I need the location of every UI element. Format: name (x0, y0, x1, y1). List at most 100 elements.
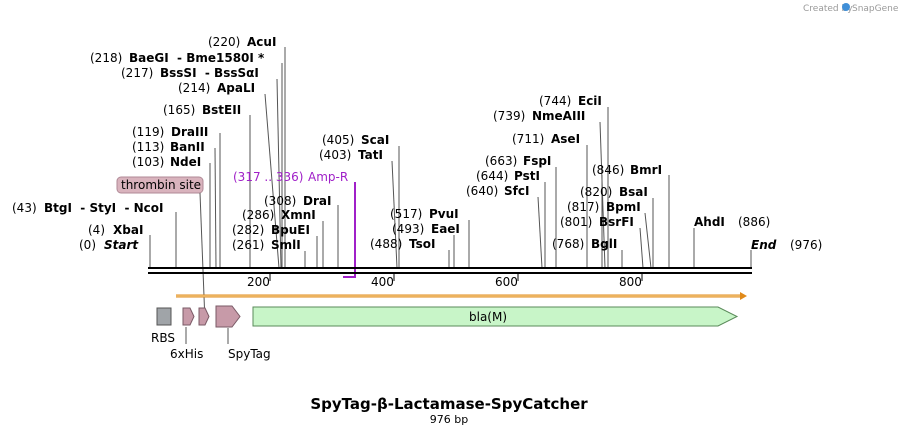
enzyme-name: XbaI (113, 223, 143, 237)
enzyme-position: (640) (466, 184, 498, 198)
enzyme-name: ApaLI (217, 81, 255, 95)
enzyme-position: (43) (12, 201, 37, 215)
enzyme-name: XmnI (281, 208, 316, 222)
enzyme-labels: (220) AcuI (218) BaeGI - Bme1580I * (217)B… (12, 35, 770, 252)
rbs-feature[interactable] (156, 307, 172, 326)
sequence-backbone (148, 267, 752, 274)
enzyme-asei[interactable]: (711)AseI (512, 132, 580, 146)
enzyme-bpuei[interactable]: (282)BpuEI (232, 223, 310, 237)
enzyme-name: FspI (523, 154, 551, 168)
bla-feature[interactable] (252, 306, 739, 327)
enzyme-position: (308) (264, 194, 296, 208)
enzyme-name: AhdI (694, 215, 725, 229)
enzyme-position: (214) (178, 81, 210, 95)
enzyme-name: SfcI (504, 184, 529, 198)
enzyme-position: (218) (90, 51, 122, 65)
enzyme-xmni[interactable]: (286) XmnI (242, 208, 316, 222)
enzyme-position: (4) (88, 223, 105, 237)
ruler-label-400: 400 (371, 275, 394, 289)
thrombin-site-tag[interactable]: thrombin site (116, 176, 204, 194)
rbs-label: RBS (151, 331, 175, 345)
features: bla(M) (156, 305, 739, 328)
enzyme-tsoi[interactable]: (488)TsoI (370, 237, 435, 251)
enzyme-name: BaeGI - Bme1580I * (129, 51, 265, 65)
enzyme-position: (801) (560, 215, 592, 229)
enzyme-name: BglI (591, 237, 617, 251)
ruler-label-600: 600 (495, 275, 518, 289)
his-tag-feature[interactable] (198, 307, 210, 326)
enzyme-position: (493) (392, 222, 424, 236)
enzyme-position: (113) (132, 140, 164, 154)
primer-amp-r[interactable]: (317 .. 336) Amp-R (233, 170, 356, 278)
enzyme-ahdi[interactable]: (886) AhdI (694, 215, 770, 229)
enzyme-eaei[interactable]: (493) EaeI (392, 222, 460, 236)
enzyme-baegi[interactable]: (218) BaeGI - Bme1580I * (90, 51, 265, 65)
enzyme-name: NmeAIII (532, 109, 585, 123)
enzyme-ecii[interactable]: (744)EciI (539, 94, 602, 108)
enzyme-position: (768) (552, 237, 584, 251)
enzyme-bmri[interactable]: (846) BmrI (592, 163, 662, 177)
enzyme-bsai[interactable]: (820)BsaI (580, 185, 648, 199)
tag-feature-1[interactable] (182, 307, 195, 326)
enzyme-name: ScaI (361, 133, 389, 147)
his-label: 6xHis (170, 347, 203, 361)
enzyme-nmeaiii[interactable]: (739)NmeAIII (493, 109, 585, 123)
enzyme-position: (286) (242, 208, 274, 222)
enzyme-name: BssSI - BssSαI (160, 66, 259, 80)
start-position: (0) (79, 238, 96, 252)
enzyme-psti[interactable]: (644)PstI (476, 169, 540, 183)
snapgene-logo-icon (842, 3, 850, 11)
ruler: 200 400 600 800 (247, 273, 643, 289)
enzyme-bsssi[interactable]: (217)BssSI - BssSαI (121, 66, 259, 80)
orf-arrow[interactable] (176, 292, 747, 300)
spytag-label: SpyTag (228, 347, 271, 361)
enzyme-name: EaeI (431, 222, 460, 236)
enzyme-position: (403) (319, 148, 351, 162)
enzyme-bsteii[interactable]: (165)BstEII (163, 103, 241, 117)
enzyme-name: SmlI (271, 238, 301, 252)
credit-brand: SnapGene (852, 4, 899, 14)
primer-arrow (343, 182, 356, 278)
enzyme-name: DraI (303, 194, 331, 208)
enzyme-position: (517) (390, 207, 422, 221)
enzyme-name: EciI (578, 94, 602, 108)
enzyme-ndei[interactable]: (103)NdeI (132, 155, 201, 169)
enzyme-position: (220) (208, 35, 240, 49)
enzyme-drai[interactable]: (308) DraI (264, 194, 331, 208)
enzyme-apali[interactable]: (214) ApaLI (178, 81, 255, 95)
enzyme-name: BmrI (630, 163, 662, 177)
primer-range: (317 .. 336) (233, 170, 303, 184)
enzyme-bgli[interactable]: (768) BglI (552, 237, 617, 251)
feature-labels: RBS 6xHis SpyTag (151, 327, 271, 361)
enzyme-bsrfi[interactable]: (801)BsrFI (560, 215, 634, 229)
enzyme-name: AseI (551, 132, 580, 146)
enzyme-fspi[interactable]: (663) FspI (485, 154, 551, 168)
enzyme-sfci[interactable]: (640) SfcI (466, 184, 529, 198)
enzyme-name: AcuI (247, 35, 276, 49)
enzyme-position: (282) (232, 223, 264, 237)
enzyme-scai[interactable]: (405) ScaI (322, 133, 389, 147)
enzyme-smli[interactable]: (261) SmlI (232, 238, 301, 252)
ruler-label-200: 200 (247, 275, 270, 289)
enzyme-name: TsoI (409, 237, 435, 251)
enzyme-position: (261) (232, 238, 264, 252)
enzyme-position: (405) (322, 133, 354, 147)
enzyme-banii[interactable]: (113)BanII (132, 140, 205, 154)
end-position: (976) (790, 238, 822, 252)
enzyme-bpmi[interactable]: (817)BpmI (567, 200, 641, 214)
enzyme-xbai[interactable]: (4) XbaI (88, 223, 143, 237)
enzyme-position: (886) (738, 215, 770, 229)
enzyme-position: (165) (163, 103, 195, 117)
enzyme-position: (817) (567, 200, 599, 214)
map-length: 976 bp (430, 413, 468, 426)
enzyme-pvui[interactable]: (517)PvuI (390, 207, 459, 221)
thrombin-site-label: thrombin site (121, 178, 201, 192)
spytag-feature[interactable] (215, 305, 241, 328)
bla-label: bla(M) (469, 310, 507, 324)
enzyme-position: (846) (592, 163, 624, 177)
enzyme-position: (663) (485, 154, 517, 168)
enzyme-draiii[interactable]: (119)DraIII (132, 125, 208, 139)
enzyme-tati[interactable]: (403)TatI (319, 148, 383, 162)
enzyme-btgi[interactable]: (43)BtgI - StyI - NcoI (12, 201, 164, 215)
enzyme-acui[interactable]: (220) AcuI (208, 35, 276, 49)
